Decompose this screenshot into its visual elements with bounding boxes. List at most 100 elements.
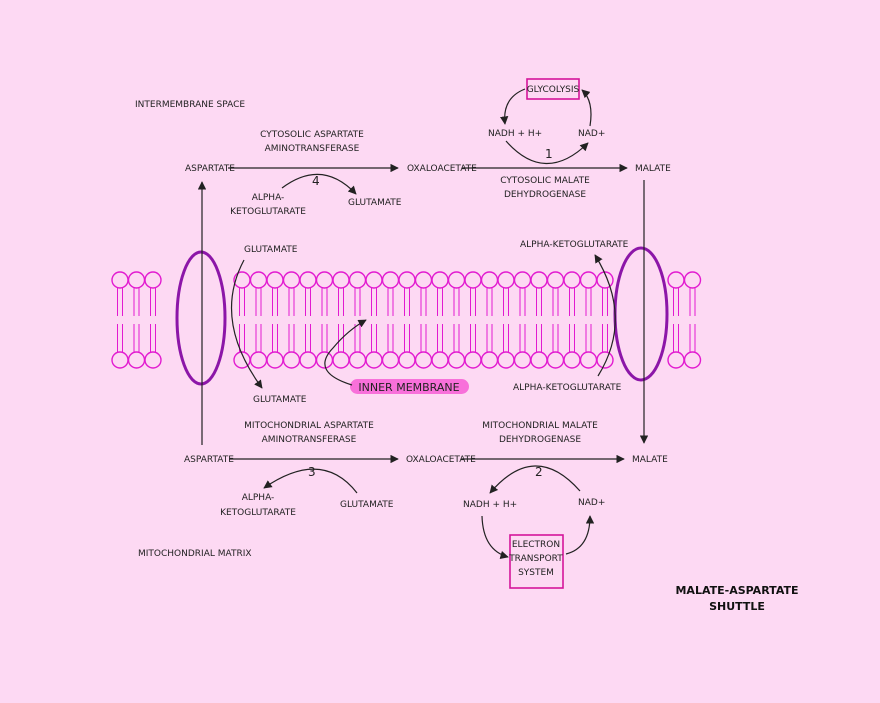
lipid-head — [579, 271, 598, 289]
lipid-head — [144, 351, 162, 369]
akg-export-arrow — [594, 254, 616, 377]
ets-label-2: TRANSPORT — [508, 554, 563, 564]
mito-aat-label-1: MITOCHONDRIAL ASPARTATE — [244, 421, 374, 431]
intermembrane-space-label: INTERMEMBRANE SPACE — [135, 100, 245, 110]
cytosolic-aat-label-2: AMINOTRANSFERASE — [265, 144, 360, 154]
ets-label-3: SYSTEM — [518, 568, 554, 578]
lipid-head — [683, 271, 702, 289]
lipid-head — [282, 351, 301, 369]
lipid-head — [497, 351, 515, 369]
mito-aat-label-2: AMINOTRANSFERASE — [262, 435, 357, 445]
inner-membrane-pill — [350, 379, 469, 394]
lipid-head — [414, 351, 433, 369]
top-nad-label: NAD+ — [578, 129, 605, 139]
lipid-head — [111, 271, 129, 289]
lipid-head — [127, 271, 146, 289]
lipid-head — [365, 351, 383, 369]
lipid-head — [447, 351, 466, 369]
step-4-number: 4 — [312, 174, 320, 188]
bottom-nad-label: NAD+ — [578, 498, 605, 508]
lipid-head — [683, 351, 702, 369]
lipid-head — [530, 271, 548, 289]
bottom-aspartate-label: ASPARTATE — [184, 455, 234, 465]
cytosolic-mdh-label-1: CYTOSOLIC MALATE — [500, 176, 590, 186]
membrane-akg-bottom-label: ALPHA-KETOGLUTARATE — [513, 383, 622, 393]
top-nadh-label: NADH + H+ — [488, 129, 542, 139]
lipid-head — [348, 351, 367, 369]
mitochondrial-matrix-label: MITOCHONDRIAL MATRIX — [138, 549, 252, 559]
lipid-head — [299, 351, 317, 369]
lipid-head — [348, 271, 367, 289]
nadh-to-ets-arrow — [481, 515, 509, 560]
lipid-head — [299, 271, 317, 289]
ets-label-1: ELECTRON — [512, 540, 560, 550]
lipid-head — [563, 351, 581, 369]
lipid-head — [414, 271, 433, 289]
inner-membrane-pointer — [324, 319, 367, 386]
cytosolic-mdh-label-2: DEHYDROGENASE — [504, 190, 586, 200]
lipid-head — [480, 351, 499, 369]
bottom-oxaloacetate-label: OXALOACETATE — [406, 455, 476, 465]
membrane-glutamate-bottom-label: GLUTAMATE — [253, 395, 307, 405]
lipid-head — [596, 351, 614, 369]
reaction-1-arrow — [505, 140, 589, 165]
lipid-head — [667, 351, 685, 369]
diagram-title-line-2: SHUTTLE — [709, 600, 765, 613]
lipid-head — [332, 351, 350, 369]
bottom-alpha-label-1: ALPHA- — [242, 493, 275, 503]
mito-mdh-label-1: MITOCHONDRIAL MALATE — [482, 421, 598, 431]
top-glutamate-label: GLUTAMATE — [348, 198, 402, 208]
lipid-head — [530, 351, 548, 369]
top-oxaloacetate-label: OXALOACETATE — [407, 164, 477, 174]
glutamate-import-arrow — [230, 259, 263, 389]
lipid-head — [332, 271, 350, 289]
glycolysis-box — [526, 78, 580, 100]
lipid-head — [127, 351, 146, 369]
lipid-head — [480, 271, 499, 289]
cytosolic-aat-label-1: CYTOSOLIC ASPARTATE — [260, 130, 364, 140]
bottom-alpha-label-2: KETOGLUTARATE — [220, 508, 296, 518]
membrane-glutamate-top-label: GLUTAMATE — [244, 245, 298, 255]
lipid-head — [111, 351, 129, 369]
lipid-bilayer — [111, 271, 702, 369]
right-transporter — [613, 246, 669, 382]
lipid-head — [381, 351, 400, 369]
inner-membrane-label: INNER MEMBRANE — [358, 381, 459, 394]
lipid-head — [266, 351, 284, 369]
lipid-head — [579, 351, 598, 369]
glycolysis-label: GLYCOLYSIS — [527, 85, 580, 95]
reaction-2-arrow — [489, 465, 581, 494]
left-transporter — [175, 250, 227, 386]
lipid-head — [464, 271, 482, 289]
lipid-head — [398, 271, 416, 289]
lipid-head — [365, 271, 383, 289]
top-malate-label: MALATE — [635, 164, 671, 174]
lipid-head — [315, 271, 334, 289]
step-3-number: 3 — [308, 465, 316, 479]
lipid-head — [431, 351, 449, 369]
step-2-number: 2 — [535, 465, 543, 479]
lipid-head — [398, 351, 416, 369]
ets-to-nad-arrow — [565, 515, 595, 555]
top-alpha-label-2: KETOGLUTARATE — [230, 207, 306, 217]
lipid-head — [497, 271, 515, 289]
ets-box — [509, 534, 564, 589]
reaction-3-arrow — [263, 468, 358, 494]
mito-mdh-label-2: DEHYDROGENASE — [499, 435, 581, 445]
lipid-head — [546, 351, 565, 369]
top-alpha-label-1: ALPHA- — [252, 193, 285, 203]
lipid-head — [431, 271, 449, 289]
top-aspartate-label: ASPARTATE — [185, 164, 235, 174]
lipid-head — [249, 351, 268, 369]
lipid-head — [249, 271, 268, 289]
lipid-head — [282, 271, 301, 289]
step-1-number: 1 — [545, 147, 553, 161]
bottom-nadh-label: NADH + H+ — [463, 500, 517, 510]
lipid-head — [447, 271, 466, 289]
glycolysis-to-nadh-arrow — [499, 88, 526, 125]
bottom-glutamate-label: GLUTAMATE — [340, 500, 394, 510]
lipid-head — [381, 271, 400, 289]
bottom-malate-label: MALATE — [632, 455, 668, 465]
lipid-head — [464, 351, 482, 369]
